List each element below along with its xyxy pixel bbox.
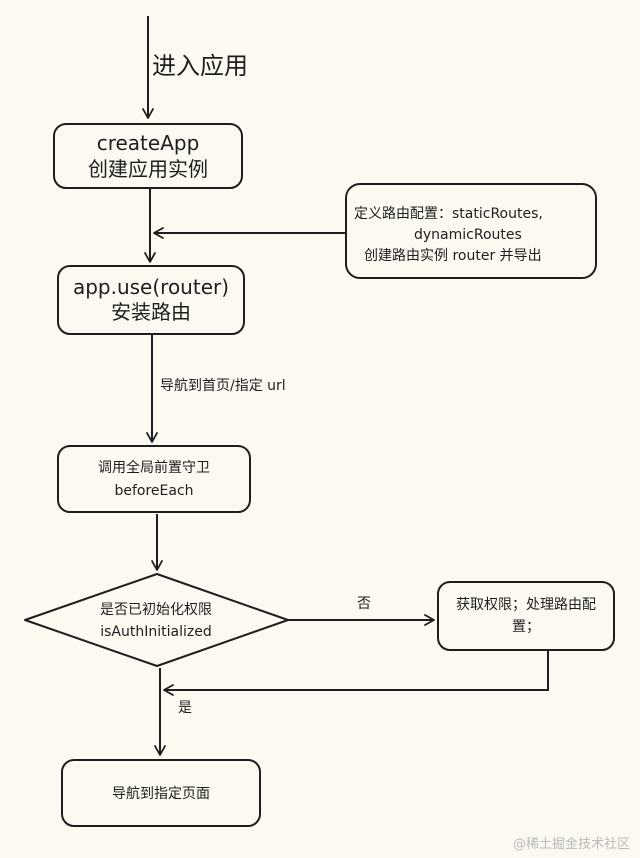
guard-node [57,445,251,513]
route-config-line2: dynamicRoutes [414,227,522,243]
use-router-desc: 安装路由 [111,300,191,324]
route-config-line1: 定义路由配置：staticRoutes, [354,206,543,222]
fetch-permission-line1: 获取权限；处理路由配 [456,597,596,613]
guard-line1: 调用全局前置守卫 [98,459,210,476]
create-app-desc: 创建应用实例 [88,157,208,181]
final-node [61,759,261,827]
yes-label: 是 [178,700,192,716]
use-router-node [57,265,245,335]
entry-label: 进入应用 [152,52,248,80]
create-app-node [53,123,243,189]
decision-line1: 是否已初始化权限 [100,601,212,618]
create-app-title: createApp [97,131,200,155]
decision-node [24,573,289,667]
final-node-label: 导航到指定页面 [112,786,210,802]
route-config-line3: 创建路由实例 router 并导出 [364,248,542,264]
route-config-node [345,183,597,279]
fetch-permission-line2: 置； [512,619,540,635]
decision-line2: isAuthInitialized [100,624,211,640]
guard-line2: beforeEach [114,483,193,499]
use-router-title: app.use(router) [73,275,229,299]
navigate-label: 导航到首页/指定 url [160,378,286,394]
watermark: @稀土掘金技术社区 [512,837,630,852]
fetch-permission-node [437,581,615,651]
fetch-return-arrow [163,650,549,696]
no-label: 否 [357,596,371,612]
